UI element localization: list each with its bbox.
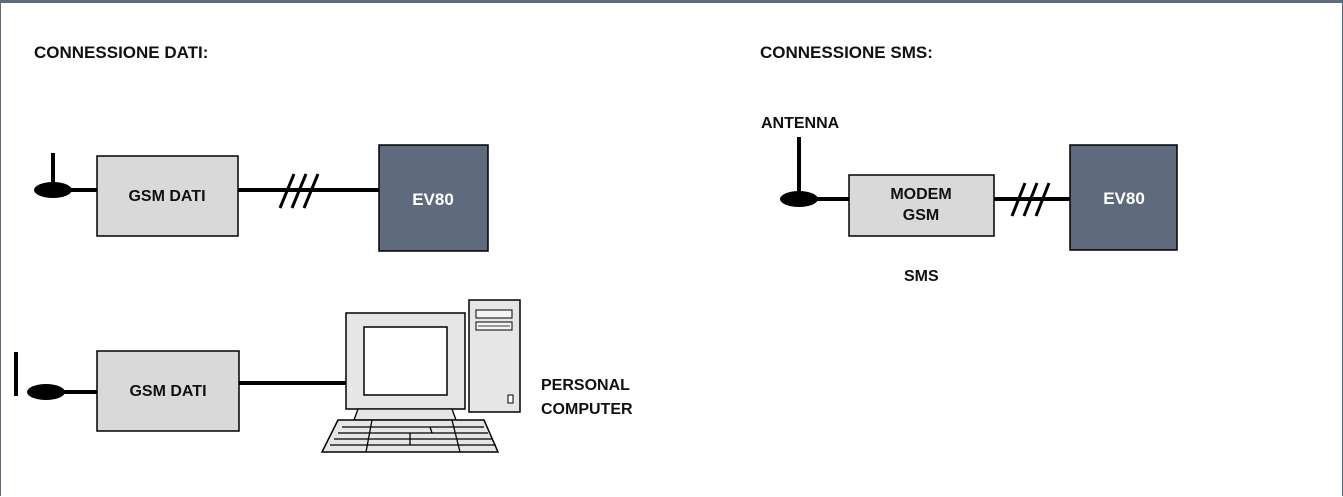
antenna-icon xyxy=(34,153,72,198)
modem-label-line1: MODEM xyxy=(890,186,951,203)
ev80-device-left xyxy=(378,144,489,252)
pc-label-line2: COMPUTER xyxy=(541,401,633,418)
gsm-dati-label-top: GSM DATI xyxy=(128,188,205,205)
modem-gsm-box xyxy=(848,174,995,237)
ev80-label-right: EV80 xyxy=(1103,189,1145,208)
personal-computer-icon xyxy=(320,299,521,453)
gsm-dati-modem-bottom xyxy=(96,350,240,432)
antenna-icon-bottom xyxy=(14,352,65,400)
pc-label-line1: PERSONAL xyxy=(541,377,630,394)
modem-label-line2: GSM xyxy=(903,207,939,224)
serial-cable-icon-sms xyxy=(1010,182,1051,217)
antenna-icon-sms xyxy=(780,137,818,207)
left-panel-title: CONNESSIONE DATI: xyxy=(34,43,208,62)
ev80-label-left: EV80 xyxy=(412,190,454,209)
gsm-dati-modem-top xyxy=(96,155,239,237)
right-panel-title: CONNESSIONE SMS: xyxy=(760,43,933,62)
antenna-label: ANTENNA xyxy=(761,115,840,132)
gsm-dati-label-bottom: GSM DATI xyxy=(129,383,206,400)
sms-caption: SMS xyxy=(904,268,939,285)
serial-cable-icon xyxy=(278,173,320,209)
ev80-device-right xyxy=(1069,144,1178,251)
